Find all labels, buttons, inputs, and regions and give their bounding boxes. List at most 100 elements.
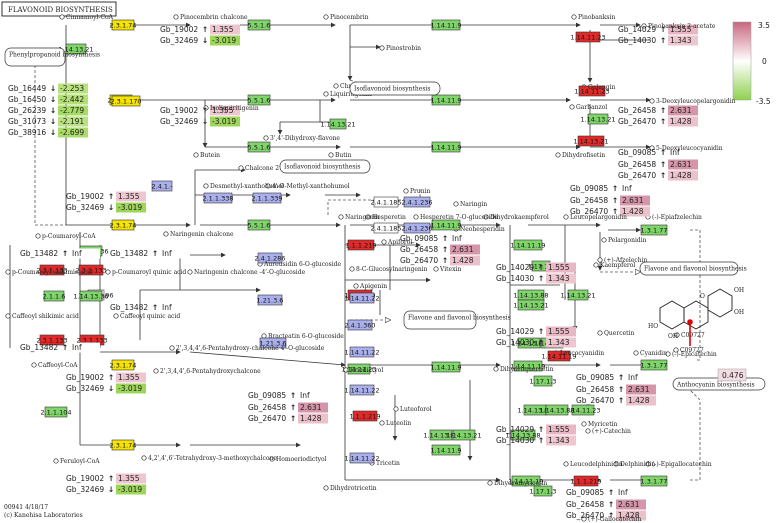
- gene-row[interactable]: Gb_14029↑1.555: [618, 24, 698, 35]
- gene-row[interactable]: Gb_32469↓-3.019: [160, 35, 240, 46]
- compound-dot[interactable]: [487, 480, 493, 486]
- enzyme-box[interactable]: 2.1.1.6: [43, 290, 66, 302]
- compound-dot[interactable]: [493, 366, 499, 372]
- enzyme-box[interactable]: 1.14.13.88: [511, 337, 547, 349]
- enzyme-box[interactable]: 1.14.13.21: [560, 289, 596, 301]
- compound-dot[interactable]: [53, 458, 59, 464]
- enzyme-box[interactable]: 5.5.1.6: [248, 19, 271, 31]
- compound-label-leucopelargonidin[interactable]: Leucopelargonidin: [570, 214, 627, 221]
- enzyme-box[interactable]: 2.3.1.74: [110, 359, 137, 371]
- gene-row[interactable]: Gb_32469↓-3.019: [66, 202, 146, 213]
- compound-dot[interactable]: [328, 152, 334, 158]
- gene-row[interactable]: Gb_32469↓-3.019: [160, 116, 240, 127]
- compound-label-pinocembrin[interactable]: Pinocembrin: [330, 14, 369, 21]
- compound-dot[interactable]: [59, 14, 65, 20]
- gene-row[interactable]: Gb_09085↑Inf: [570, 183, 650, 194]
- gene-row[interactable]: Gb_13482↑Inf: [20, 342, 100, 353]
- compound-label-pinobanksin-acetate[interactable]: Pinobanksin 3-acetate: [648, 23, 716, 30]
- compound-label-caffeoyl-shikimic[interactable]: Caffeoyl shikimic acid: [12, 313, 79, 320]
- compound-dot[interactable]: [403, 188, 409, 194]
- gene-row[interactable]: Gb_19002↑1.355: [160, 24, 240, 35]
- gene-row[interactable]: Gb_09085↑Inf: [400, 233, 480, 244]
- compound-dot[interactable]: [641, 23, 647, 29]
- compound-label-myricetin[interactable]: Myricetin: [588, 421, 618, 428]
- compound-label-gallocatechin[interactable]: (+)-Gallocatechin: [588, 516, 642, 523]
- compound-dot[interactable]: [203, 105, 209, 111]
- enzyme-box[interactable]: 2.1.1.104: [40, 406, 72, 418]
- compound-label-prunin[interactable]: Prunin: [410, 188, 431, 195]
- enzyme-box[interactable]: 1.14.11.22: [344, 384, 380, 396]
- compound-label-c09727-b[interactable]: C09727: [680, 347, 704, 354]
- pathway-link-isoflavonoid2[interactable]: Isoflavonoid biosynthesis: [279, 159, 371, 174]
- compound-label-c-glucosylnaringenin[interactable]: 8-C-Glucosylnaringenin: [356, 266, 428, 273]
- compound-label-dihydrotricetin[interactable]: Dihydrotricetin: [330, 485, 377, 492]
- enzyme-box[interactable]: 2.3.1.74: [110, 219, 137, 231]
- enzyme-box[interactable]: 1.14.11.22: [344, 292, 380, 304]
- enzyme-box[interactable]: 2.3.1.74: [110, 19, 137, 31]
- gene-row[interactable]: Gb_38916↓-2.699: [8, 127, 88, 138]
- gene-row[interactable]: Gb_26458↑2.631: [248, 402, 328, 413]
- compound-label-dihydrofisetin[interactable]: Dihydrofisetin: [562, 152, 605, 159]
- gene-row[interactable]: Gb_19002↑1.355: [160, 105, 240, 116]
- gene-row[interactable]: Gb_26470↑1.428: [566, 510, 646, 521]
- compound-dot[interactable]: [649, 98, 655, 104]
- compound-label-naringenin[interactable]: Naringenin: [345, 214, 380, 221]
- compound-label-desmethyl[interactable]: Desmethyl-xanthohumol: [210, 183, 284, 190]
- enzyme-box[interactable]: 1.14.13.36: [73, 290, 109, 302]
- enzyme-box[interactable]: 1.14.13.21: [580, 113, 616, 125]
- pathway-link-flavone[interactable]: Flavone and flavonol biosynthesis: [403, 310, 511, 330]
- compound-label-tricetin[interactable]: Tricetin: [376, 460, 400, 467]
- enzyme-box[interactable]: 1.14.13.21: [573, 135, 609, 147]
- compound-dot[interactable]: [665, 351, 671, 357]
- compound-label-coumaroyl-quinic[interactable]: p-Coumaroyl quinic acid: [112, 269, 186, 276]
- enzyme-box[interactable]: 1.14.11.22: [344, 346, 380, 358]
- compound-label-dihydroquercetin[interactable]: Dihydroquercetin: [500, 366, 554, 373]
- compound-dot[interactable]: [187, 269, 193, 275]
- compound-dot[interactable]: [674, 332, 680, 338]
- compound-label-caffeoyl-coa[interactable]: Caffeoyl-CoA: [38, 362, 78, 369]
- compound-label-deoxyleucopel[interactable]: 3-Deoxyleucopelargonidin: [656, 98, 736, 105]
- enzyme-box[interactable]: 1.14.13.88: [505, 429, 541, 441]
- compound-label-isoliquiritigenin[interactable]: Isoliquiritigenin: [210, 105, 259, 112]
- compound-dot[interactable]: [113, 313, 119, 319]
- enzyme-box[interactable]: 1.14.13.21: [58, 43, 94, 55]
- compound-label-garbanzol[interactable]: Garbanzol: [576, 104, 607, 111]
- gene-row[interactable]: Gb_31073↓-2.191: [8, 116, 88, 127]
- compound-dot[interactable]: [649, 145, 655, 151]
- gene-row[interactable]: Gb_32469↓-3.019: [66, 484, 146, 495]
- enzyme-box[interactable]: 2.4.1.185: [370, 222, 402, 234]
- enzyme-box[interactable]: 1.14.13.21: [320, 118, 356, 130]
- gene-row[interactable]: Gb_09085↑Inf: [576, 372, 656, 383]
- enzyme-box[interactable]: 1.14.11.9: [430, 141, 462, 153]
- gene-row[interactable]: Gb_14030↑1.343: [496, 273, 576, 284]
- gene-row[interactable]: Gb_13482↑Inf: [20, 248, 100, 259]
- enzyme-box[interactable]: 1.14.11.9: [430, 19, 462, 31]
- compound-dot[interactable]: [203, 183, 209, 189]
- gene-row[interactable]: Gb_14029↑1.555: [496, 262, 576, 273]
- compound-dot[interactable]: [433, 266, 439, 272]
- compound-label-pentahydroxy[interactable]: 2',3,4,4',6-Pentahydroxychalcone: [160, 368, 261, 375]
- compound-dot[interactable]: [141, 455, 147, 461]
- compound-label-feruloyl[interactable]: Feruloyl-CoA: [60, 458, 100, 465]
- compound-label-coumaroyl-shikimic[interactable]: p-Coumaroyl shikimic acid: [12, 269, 93, 276]
- compound-dot[interactable]: [31, 362, 37, 368]
- gene-row[interactable]: Gb_14029↑1.555: [496, 326, 576, 337]
- compound-label-luteoforol[interactable]: Luteoforol: [400, 406, 432, 413]
- enzyme-box[interactable]: 1.14.11.23: [570, 31, 606, 43]
- pathway-link-isoflavonoid[interactable]: Isoflavonoid biosynthesis: [349, 81, 441, 96]
- enzyme-box[interactable]: 1.14.13.21: [513, 299, 549, 311]
- enzyme-box[interactable]: 1.3.1.77: [641, 224, 668, 236]
- compound-label-aureusidin[interactable]: Aureusidin 6-O-glucoside: [263, 261, 341, 268]
- enzyme-box[interactable]: 1.21.3.6: [260, 337, 287, 349]
- compound-label-apiforol[interactable]: Apiforol: [387, 239, 412, 246]
- compound-label-hesperetin-glc[interactable]: Hesperetin 7-O-glucoside: [420, 214, 498, 221]
- compound-dot[interactable]: [581, 421, 587, 427]
- compound-label-vitexin[interactable]: Vitexin: [439, 266, 461, 273]
- compound-label-bracteatin[interactable]: Bracteatin 6-O-glucoside: [268, 333, 344, 340]
- enzyme-box[interactable]: 1.14.11.9: [430, 219, 462, 231]
- gene-row[interactable]: Gb_19002↑1.355: [66, 191, 146, 202]
- compound-dot[interactable]: [153, 368, 159, 374]
- enzyme-box[interactable]: 1.14.11.19: [508, 475, 544, 487]
- compound-label-leucocyanidin[interactable]: Leucocyanidin: [560, 350, 604, 357]
- gene-row[interactable]: Gb_13482↑Inf: [110, 302, 190, 313]
